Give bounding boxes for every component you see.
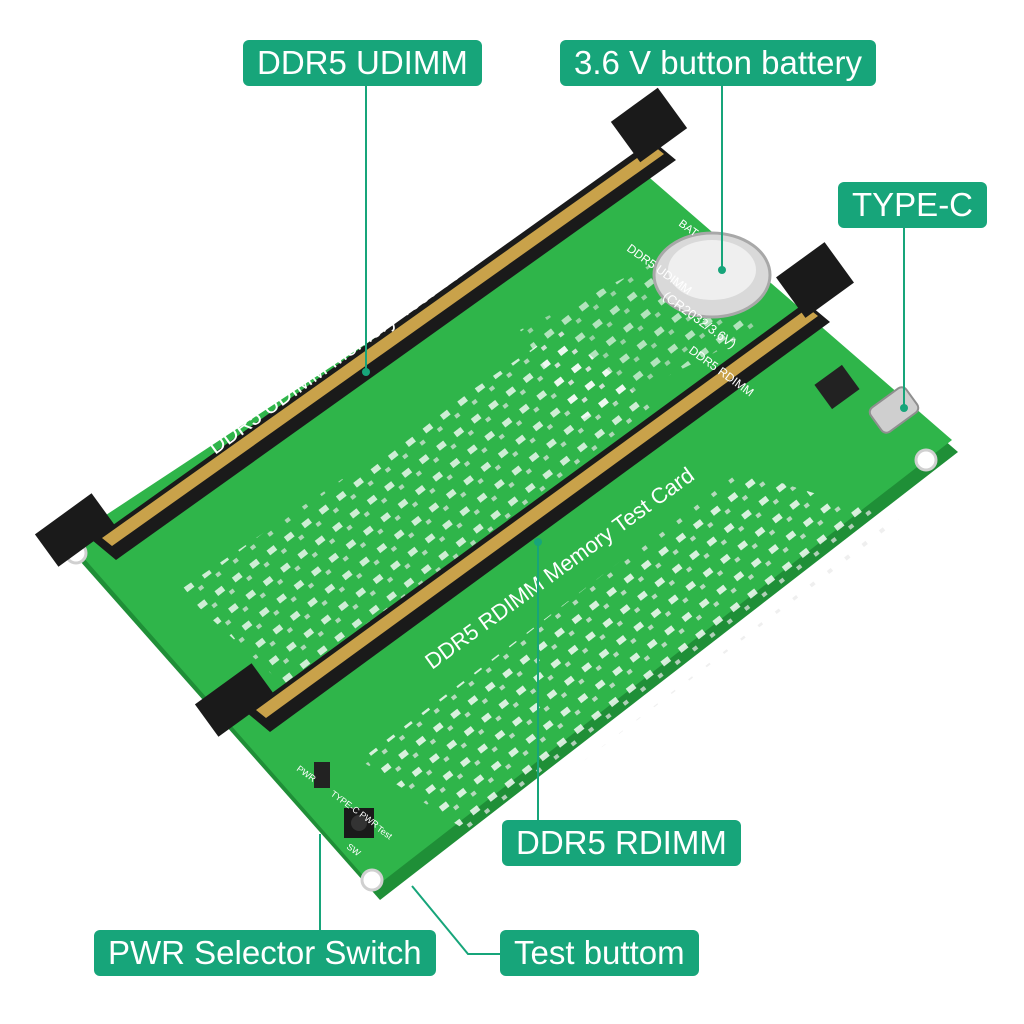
pwr-switch [314,762,330,788]
type-c-connector [814,364,920,434]
test-button [344,808,374,838]
callout-test-button: Test buttom [500,930,699,976]
callout-battery: 3.6 V button battery [560,40,877,86]
rdimm-slot [194,242,854,737]
udimm-slot [34,87,688,567]
callout-ddr5-rdimm: DDR5 RDIMM [502,820,741,866]
battery-holder [652,231,772,319]
leader-lines [319,86,905,955]
leader-test [411,885,500,955]
callout-type-c: TYPE-C [838,182,988,228]
callout-ddr5-udimm: DDR5 UDIMM [243,40,482,86]
callout-pwr-switch: PWR Selector Switch [94,930,436,976]
